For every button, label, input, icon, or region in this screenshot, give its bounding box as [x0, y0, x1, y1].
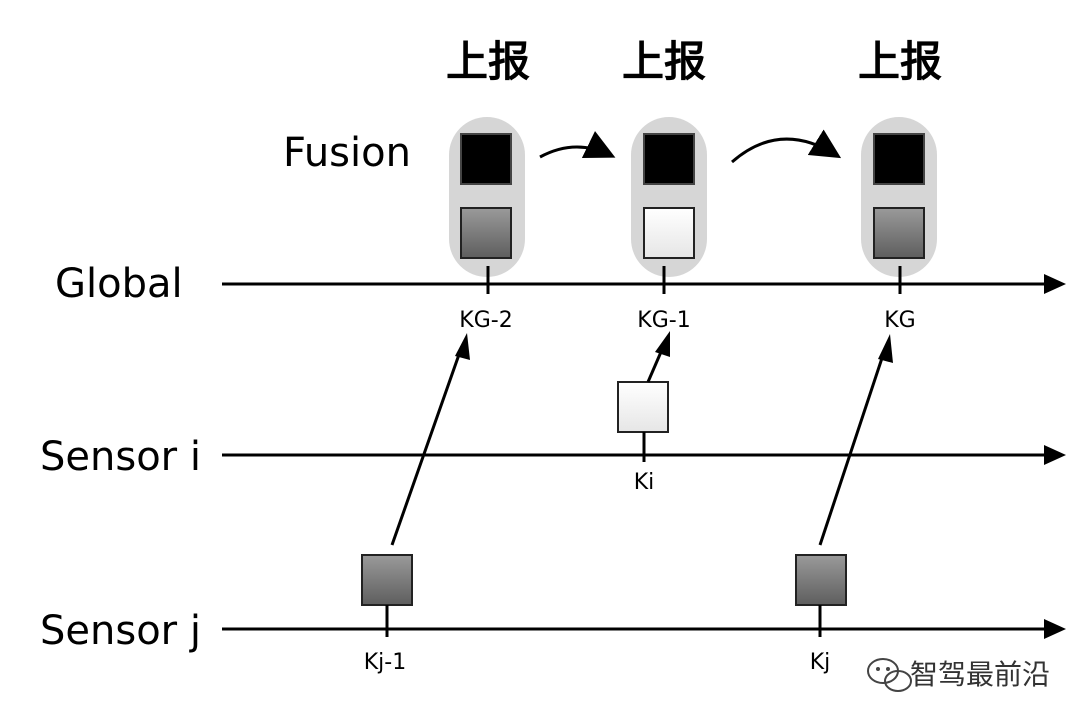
fused-state-box: [460, 133, 512, 185]
sensor-j-label: Sensor j: [40, 608, 201, 654]
sensor-j-measurement-box-2: [795, 554, 847, 606]
report-arrow-kj-to-kg: [818, 348, 887, 546]
sensor-i-label: Sensor i: [40, 434, 201, 480]
sensor-j-measurement-box-1: [361, 554, 413, 606]
fusion-label: Fusion: [283, 130, 411, 176]
report-label-kg1: 上报: [622, 37, 706, 86]
report-arrowhead-ki: [655, 331, 670, 357]
sensor-j-axis-arrowhead: [1044, 619, 1066, 639]
fusion-node-kg2: [449, 117, 525, 277]
fusion-node-kg: [861, 117, 937, 277]
measurement-box-white: [643, 207, 695, 259]
sensor-i-axis-arrowhead: [1044, 445, 1066, 465]
report-arrowhead-kj: [878, 334, 893, 363]
measurement-box-gray: [460, 207, 512, 259]
tick-label-kg2: KG-2: [459, 308, 512, 333]
tick-label-kg1: KG-1: [637, 308, 690, 333]
watermark: 智驾最前沿: [867, 658, 1050, 692]
propagation-arrow-1: [539, 131, 616, 159]
wechat-icon: [867, 658, 912, 692]
report-arrow-kj1-to-kg2: [390, 345, 464, 546]
tick-label-kj: Kj: [810, 650, 831, 675]
propagation-arrow-2: [731, 129, 842, 164]
fusion-node-kg1: [631, 117, 707, 277]
report-label-kg2: 上报: [446, 37, 530, 86]
tick-label-kj1: Kj-1: [364, 650, 406, 675]
global-axis-arrowhead: [1044, 274, 1066, 294]
watermark-text: 智驾最前沿: [910, 658, 1050, 691]
tick-label-kg: KG: [884, 308, 915, 333]
fused-state-box: [873, 133, 925, 185]
global-label: Global: [55, 261, 183, 307]
report-arrowhead-kj1: [455, 333, 470, 360]
tick-label-ki: Ki: [634, 470, 655, 495]
sensor-i-measurement-box: [617, 381, 669, 433]
measurement-box-gray: [873, 207, 925, 259]
fused-state-box: [643, 133, 695, 185]
report-label-kg: 上报: [858, 37, 942, 86]
